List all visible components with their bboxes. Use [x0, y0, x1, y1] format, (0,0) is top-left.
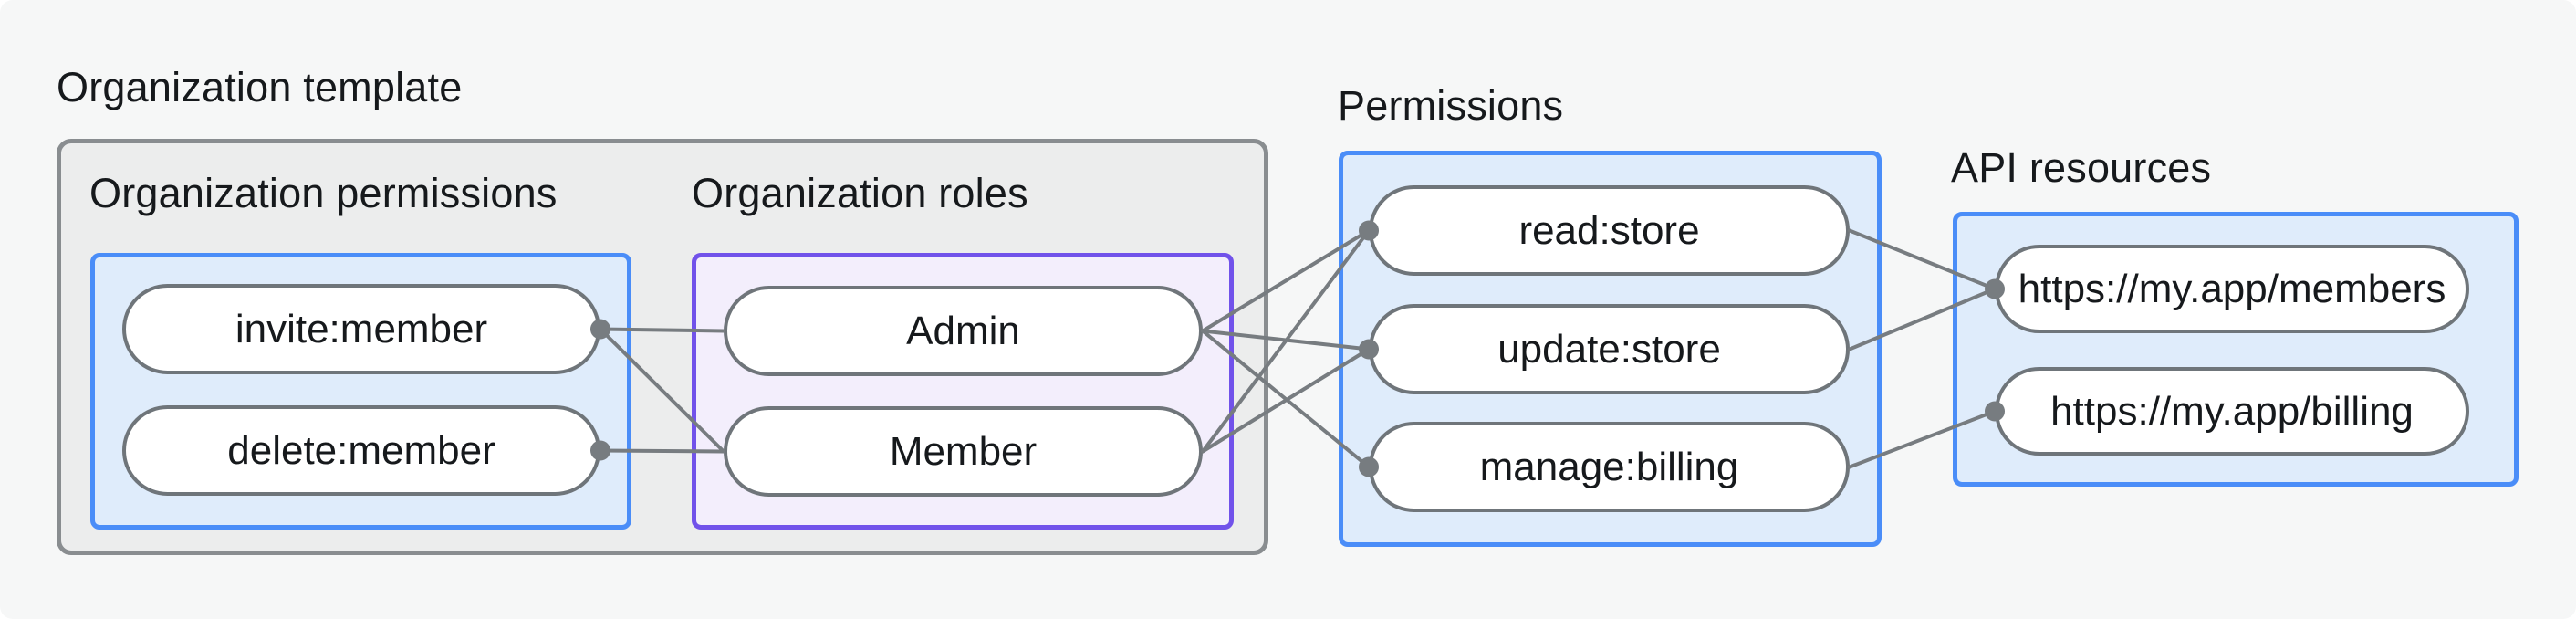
node-pill-delete-member: delete:member [122, 405, 600, 496]
permissions-heading: Permissions [1338, 82, 1564, 129]
node-pill-read-store: read:store [1369, 185, 1850, 276]
node-pill-invite-member: invite:member [122, 284, 600, 374]
org-permissions-heading: Organization permissions [89, 170, 558, 216]
node-pill-api-members: https://my.app/members [1995, 245, 2469, 333]
node-pill-member: Member [724, 406, 1203, 497]
node-pill-api-billing: https://my.app/billing [1995, 367, 2469, 456]
api-resources-heading: API resources [1951, 144, 2212, 191]
org-template-title: Organization template [57, 64, 463, 110]
org-roles-heading: Organization roles [692, 170, 1028, 216]
node-pill-update-store: update:store [1369, 304, 1850, 394]
node-pill-admin: Admin [724, 286, 1203, 376]
node-pill-manage-billing: manage:billing [1369, 422, 1850, 512]
